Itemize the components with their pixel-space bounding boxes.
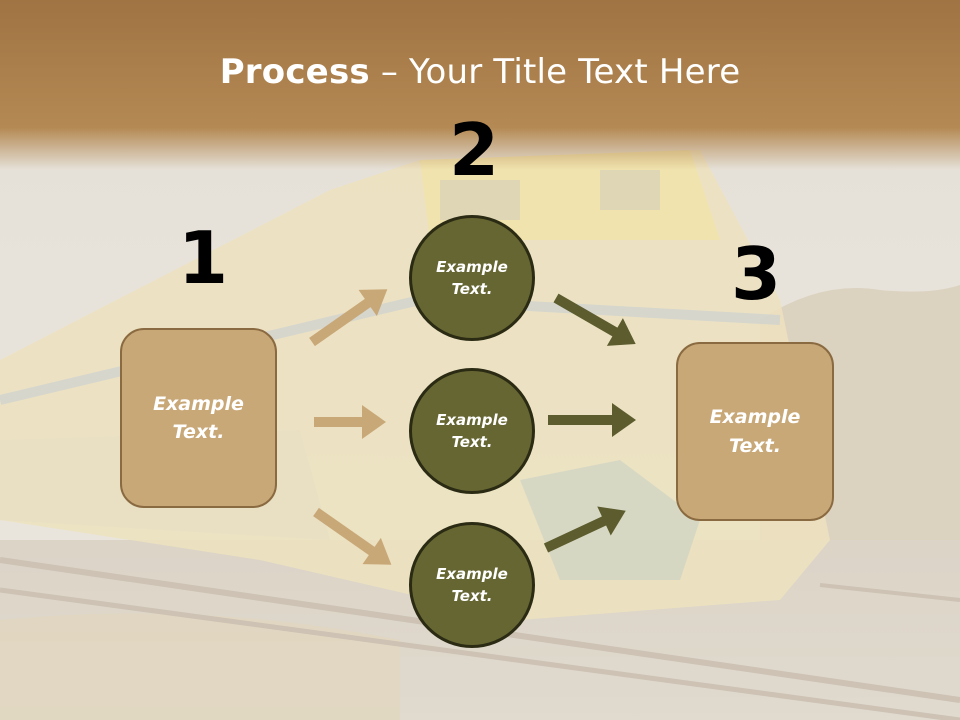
circle-middle-label-line1: Example <box>436 410 508 429</box>
step-1-label-line1: Example <box>153 392 244 415</box>
step-1-box: Example Text. <box>120 328 277 508</box>
title-rest: – Your Title Text Here <box>369 52 741 92</box>
arrow-down-right-left <box>313 507 392 565</box>
title-bold: Process <box>219 52 370 92</box>
arrow-up-right-left <box>309 289 388 347</box>
circle-bottom: Example Text. <box>409 522 535 648</box>
circle-bottom-label-line1: Example <box>436 564 508 583</box>
arrow-right-left <box>314 405 386 439</box>
arrow-right-right <box>548 403 636 437</box>
circle-top: Example Text. <box>409 215 535 341</box>
arrow-down-right-right <box>553 293 636 346</box>
step-3-label-line1: Example <box>709 406 801 428</box>
step-number-1: 1 <box>178 216 229 300</box>
circle-middle-label-line2: Text. <box>451 433 493 451</box>
step-3-label-line2: Text. <box>729 434 781 457</box>
slide-title: Process – Your Title Text Here <box>0 52 960 92</box>
step-number-3: 3 <box>731 232 782 316</box>
arrow-up-right-right <box>543 506 626 553</box>
circle-top-label-line1: Example <box>436 257 508 276</box>
circle-middle: Example Text. <box>409 368 535 494</box>
circle-bottom-label-line2: Text. <box>451 587 493 605</box>
step-1-label-line2: Text. <box>172 421 225 443</box>
circle-top-label-line2: Text. <box>451 280 493 298</box>
step-number-2: 2 <box>449 108 500 192</box>
step-3-box: Example Text. <box>676 342 834 521</box>
